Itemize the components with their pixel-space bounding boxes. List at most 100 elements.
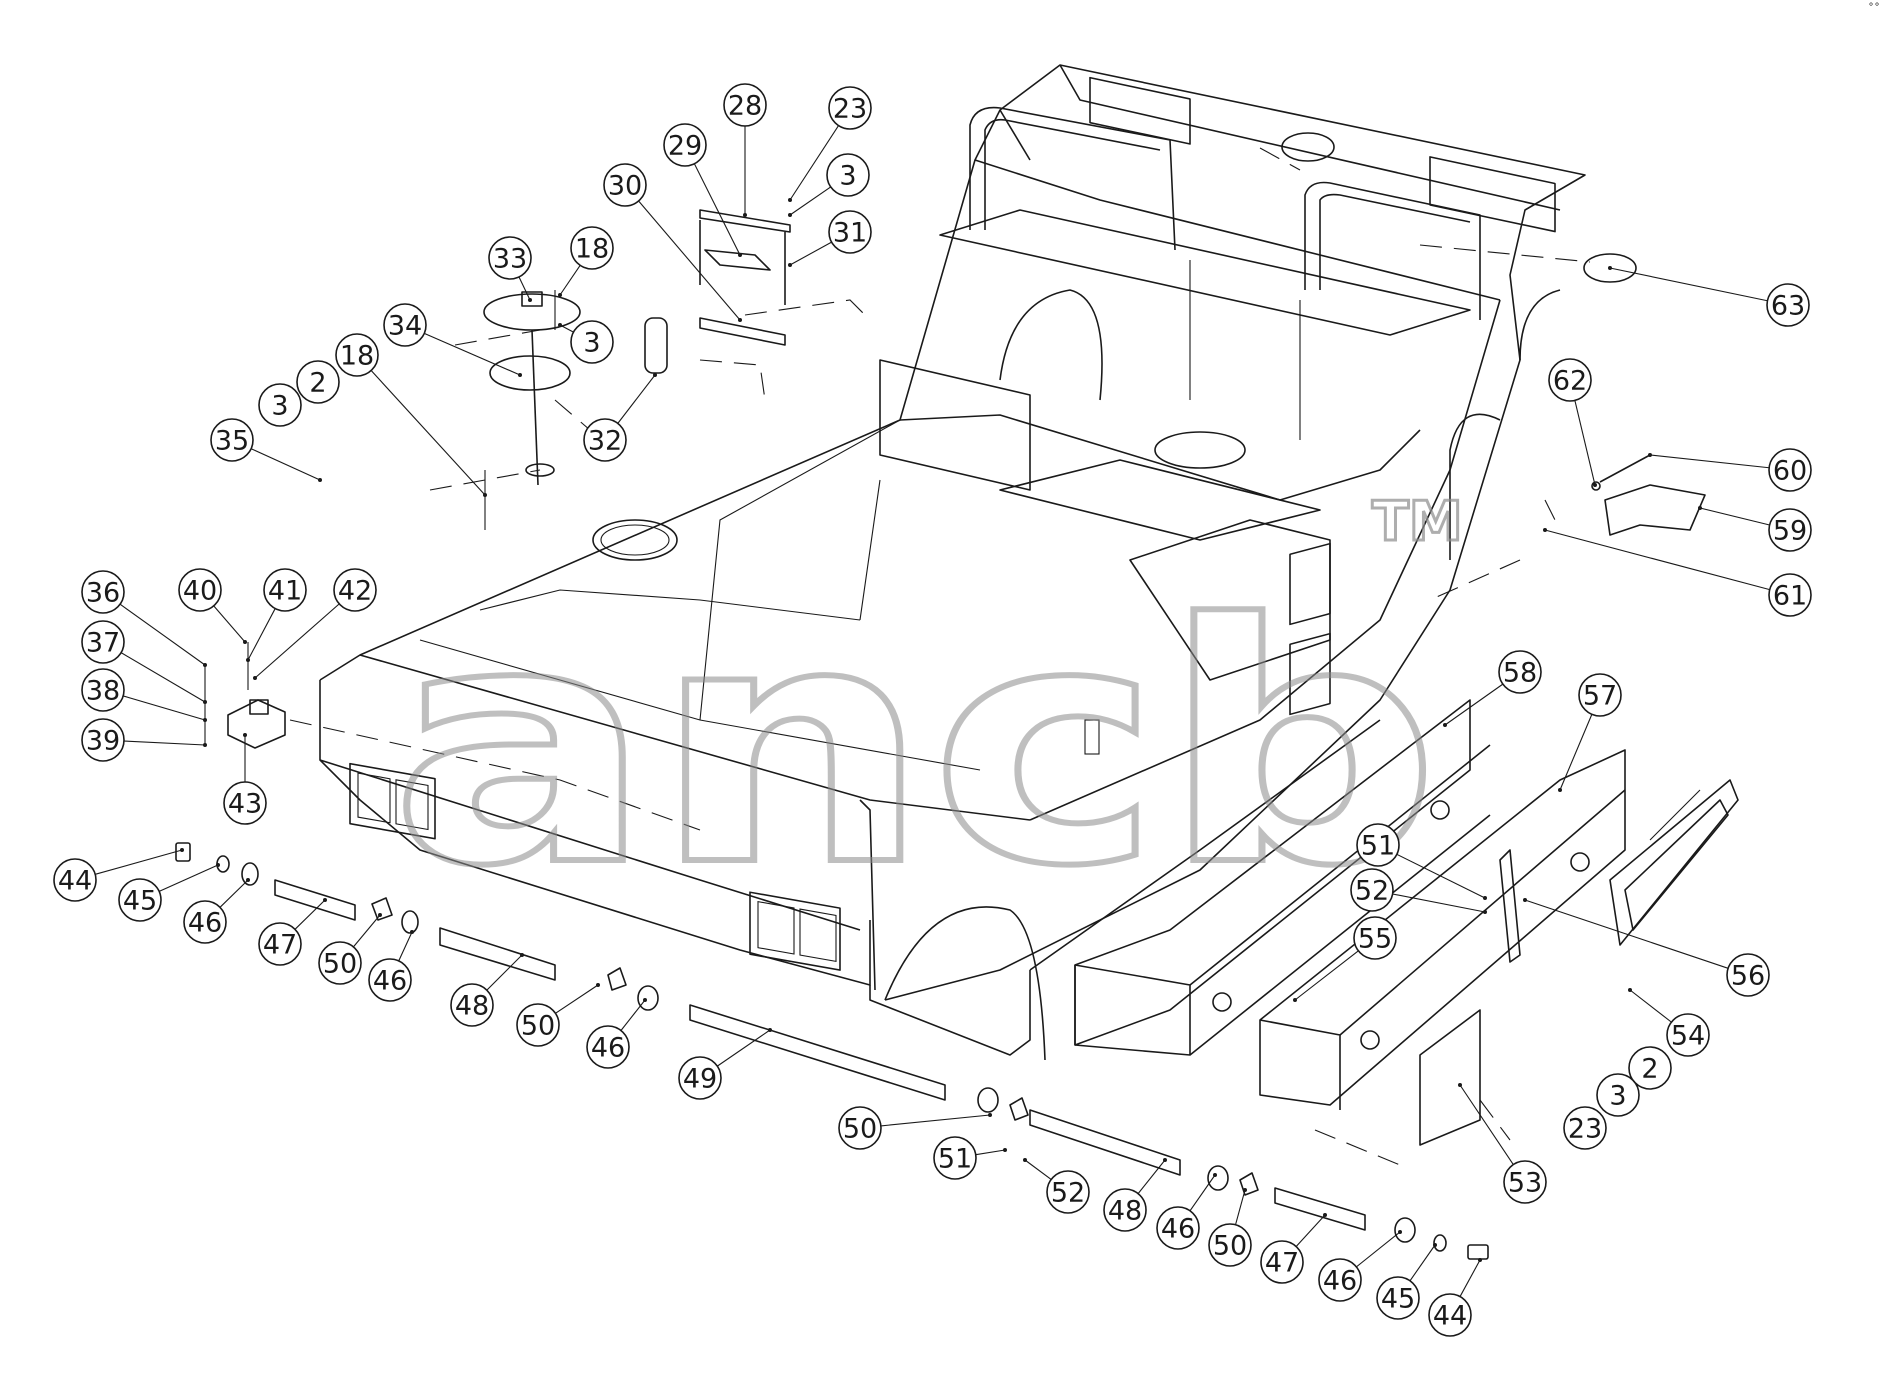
callout-part-42: 42 (253, 568, 377, 680)
callout-part-23: 23 (788, 86, 872, 202)
callout-balloon (223, 781, 267, 825)
callout-label: 50 (521, 1011, 555, 1042)
callout-target-dot (1648, 453, 1652, 457)
callout-balloon (586, 1025, 630, 1069)
callout-balloon (1726, 953, 1770, 997)
callout-balloon (1103, 1188, 1147, 1232)
callout-balloon (1766, 283, 1810, 327)
callout-balloon (1356, 823, 1400, 867)
callout-leader (123, 740, 206, 746)
callout-part-54: 54 (1628, 988, 1710, 1057)
callout-label: 57 (1583, 681, 1617, 712)
callout-target-dot (180, 848, 184, 852)
callout-part-2: 2 (1628, 1046, 1672, 1090)
callout-balloon (1046, 1170, 1090, 1214)
callout-label: 36 (86, 578, 120, 609)
callout-label: 45 (123, 886, 157, 917)
callout-label: 23 (833, 94, 867, 125)
callout-target-dot (738, 318, 742, 322)
callout-balloon (1628, 1046, 1672, 1090)
callout-balloon (333, 568, 377, 612)
callout-target-dot (318, 478, 322, 482)
callout-leader (1649, 454, 1770, 469)
callout-label: 63 (1771, 291, 1805, 322)
callout-balloon (828, 210, 872, 254)
callout-part-35: 35 (210, 418, 322, 482)
callout-target-dot (1293, 998, 1297, 1002)
callout-leader (213, 605, 246, 643)
callout-balloon (81, 570, 125, 614)
callout-part-3: 3 (1596, 1073, 1640, 1117)
callout-label: 61 (1773, 581, 1807, 612)
callout-target-dot (203, 718, 207, 722)
watermark: ancb TM (387, 489, 1464, 942)
callout-label: 31 (833, 218, 867, 249)
callout-label: 3 (271, 391, 288, 422)
callout-target-dot (1323, 1213, 1327, 1217)
callout-balloon (488, 236, 532, 280)
callout-label: 56 (1731, 961, 1765, 992)
callout-label: 47 (1265, 1248, 1299, 1279)
callout-leader (1234, 1189, 1246, 1225)
callout-label: 2 (1641, 1054, 1658, 1085)
callout-leader (122, 695, 206, 721)
callout-part-51: 51 (933, 1136, 1007, 1180)
callout-label: 48 (455, 991, 489, 1022)
callout-target-dot (1398, 1230, 1402, 1234)
callout-part-63: 63 (1608, 266, 1810, 327)
callout-target-dot (520, 953, 524, 957)
callout-label: 34 (388, 311, 422, 342)
callout-part-3: 3 (788, 153, 870, 217)
callout-balloon (1156, 1206, 1200, 1250)
callout-label: 2 (309, 368, 326, 399)
watermark-trademark: TM (1372, 490, 1463, 553)
callout-target-dot (1433, 1243, 1437, 1247)
callout-part-46: 46 (586, 998, 647, 1069)
callout-target-dot (988, 1113, 992, 1117)
callout-part-38: 38 (81, 668, 207, 722)
callout-part-50: 50 (318, 913, 382, 985)
callout-part-41: 41 (246, 568, 307, 662)
callout-balloon (1563, 1106, 1607, 1150)
callout-label: 28 (728, 91, 762, 122)
callout-leader (1356, 1231, 1401, 1268)
callout-target-dot (1478, 1258, 1482, 1262)
callout-label: 46 (591, 1033, 625, 1064)
callout-leader (789, 186, 832, 216)
callout-target-dot (1628, 988, 1632, 992)
right-bracket (1419, 244, 1706, 601)
callout-label: 51 (1361, 831, 1395, 862)
callout-part-50: 50 (1208, 1188, 1252, 1267)
callout-balloon (335, 333, 379, 377)
callout-part-47: 47 (1260, 1213, 1327, 1284)
callout-balloon (1596, 1073, 1640, 1117)
callout-leader (1524, 899, 1729, 969)
callout-label: 23 (1568, 1114, 1602, 1145)
callout-part-39: 39 (81, 718, 207, 762)
callout-target-dot (643, 998, 647, 1002)
callout-balloon (1428, 1293, 1472, 1337)
callout-leader (119, 603, 206, 666)
callout-part-34: 34 (383, 303, 522, 377)
callout-leader (1294, 950, 1359, 1001)
callout-balloon (1768, 508, 1812, 552)
callout-target-dot (558, 323, 562, 327)
callout-part-55: 55 (1293, 916, 1397, 1002)
callout-label: 43 (228, 789, 262, 820)
callout-balloon (1548, 358, 1592, 402)
callout-target-dot (1608, 266, 1612, 270)
callout-leader (353, 914, 381, 948)
callout-balloon (81, 718, 125, 762)
callout-balloon (178, 568, 222, 612)
callout-part-46: 46 (183, 878, 250, 944)
callout-target-dot (410, 930, 414, 934)
callout-part-2: 2 (296, 360, 340, 404)
callout-leader (1189, 1174, 1216, 1212)
callout-label: 44 (58, 866, 92, 897)
callout-label: 41 (268, 576, 302, 607)
callout-balloon (210, 418, 254, 462)
callout-part-49: 49 (678, 1028, 772, 1100)
callout-target-dot (788, 213, 792, 217)
callout-target-dot (738, 253, 742, 257)
callout-leader (1609, 267, 1768, 302)
